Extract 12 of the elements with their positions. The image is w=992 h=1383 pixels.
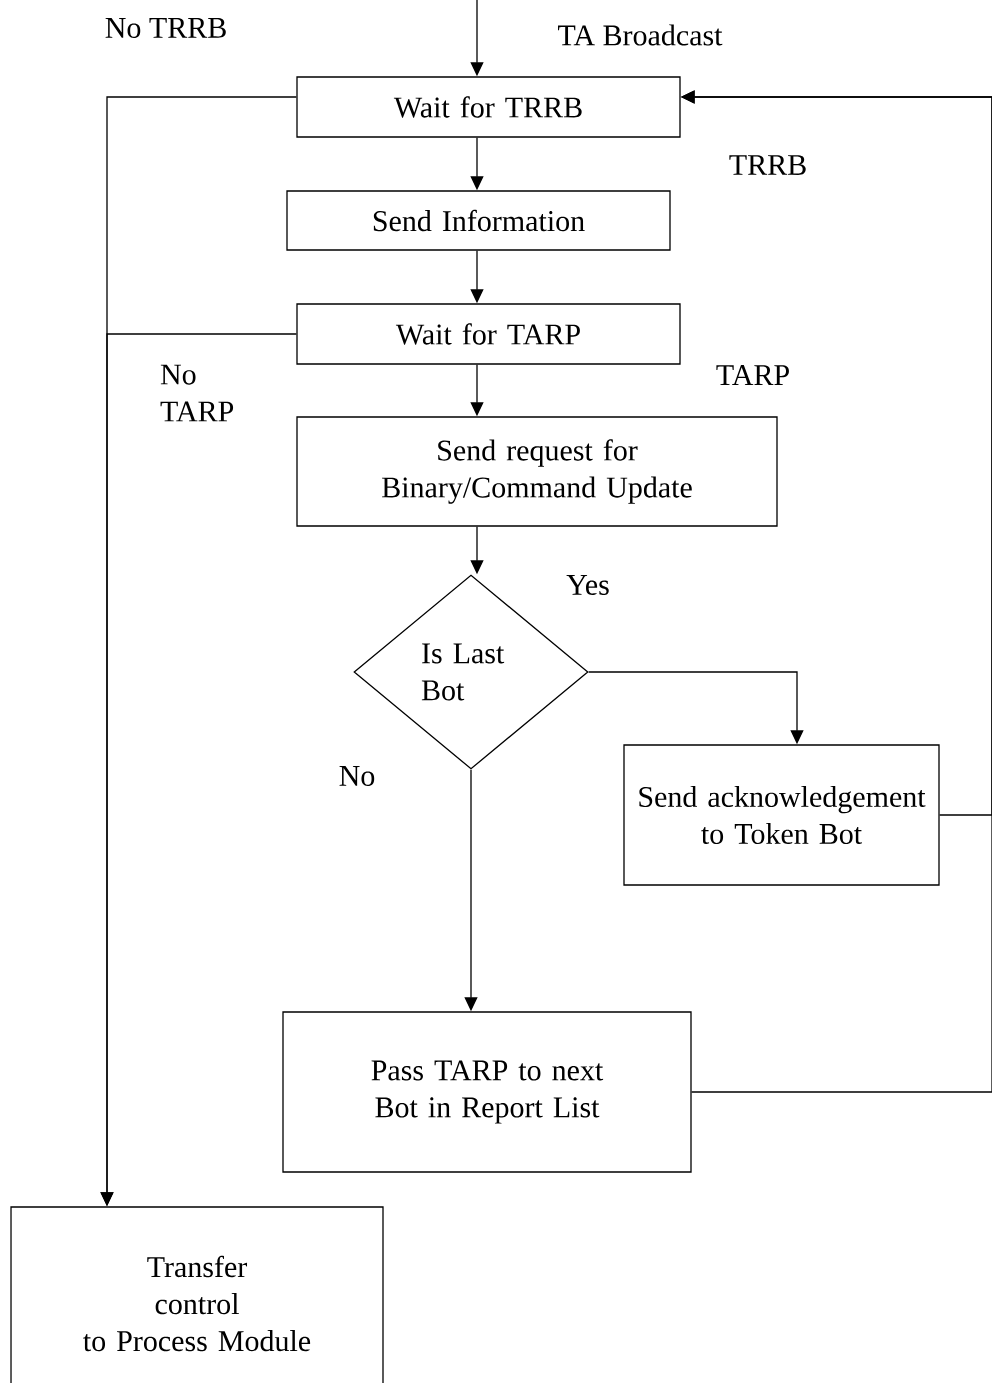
flow-label: TARP — [716, 365, 789, 385]
process-box: Send Information — [286, 190, 671, 251]
process-box: Pass TARP to next Bot in Report List — [282, 1011, 692, 1173]
process-box: Send acknowledgement to Token Bot — [623, 744, 940, 886]
process-box: Send request for Binary/Command Update — [296, 416, 778, 527]
process-box: Wait for TRRB — [296, 76, 681, 138]
edge-label: No TARP — [159, 363, 241, 423]
flow-label: TRRB — [729, 155, 806, 175]
process-box: Transfer control to Process Module — [10, 1206, 384, 1383]
process-box: Wait for TARP — [296, 303, 681, 365]
edge-label: No TRRB — [103, 17, 229, 39]
edge-label: TA Broadcast — [556, 23, 724, 47]
